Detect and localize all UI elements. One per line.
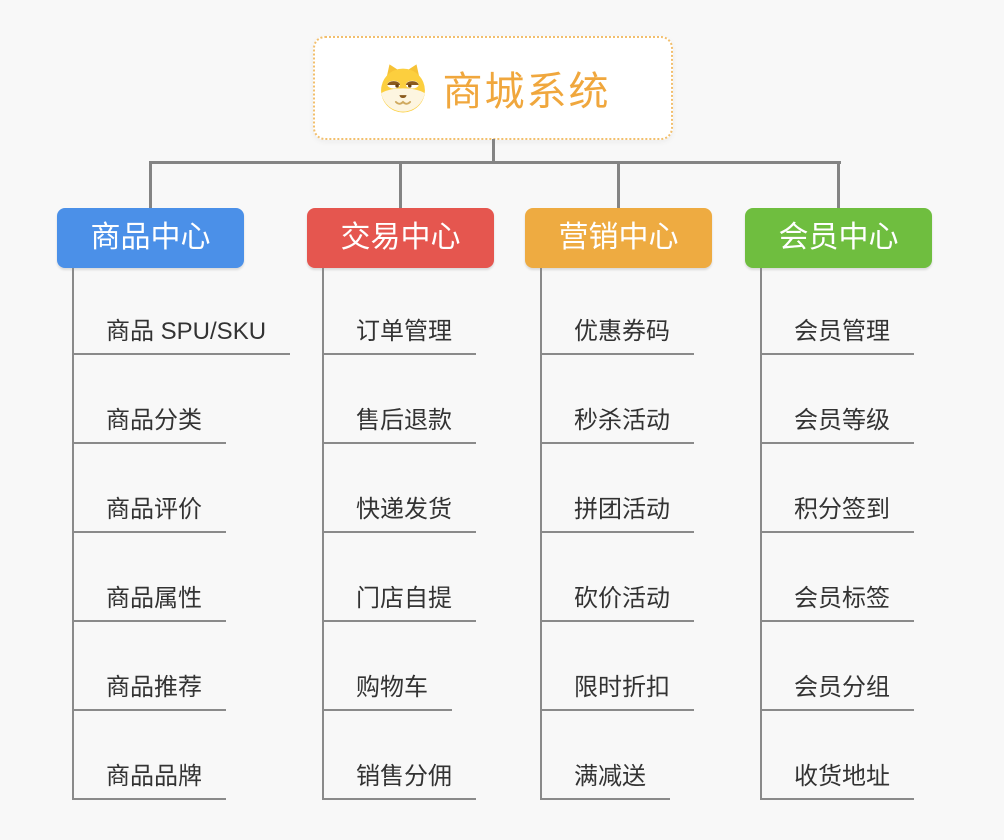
connector-root-trunk bbox=[492, 139, 495, 163]
child-node[interactable]: 收货地址 bbox=[760, 761, 914, 800]
child-node[interactable]: 购物车 bbox=[322, 672, 452, 711]
connector-horizontal bbox=[149, 161, 841, 164]
branch-product-center[interactable]: 商品中心 bbox=[57, 208, 244, 268]
branch-trunk-trade bbox=[322, 268, 324, 800]
child-node[interactable]: 订单管理 bbox=[322, 316, 476, 355]
branch-trade-center[interactable]: 交易中心 bbox=[307, 208, 494, 268]
child-node[interactable]: 商品 SPU/SKU bbox=[72, 316, 291, 355]
child-node[interactable]: 商品属性 bbox=[72, 583, 226, 622]
branch-marketing-center[interactable]: 营销中心 bbox=[525, 208, 712, 268]
child-node[interactable]: 会员管理 bbox=[760, 316, 914, 355]
connector-drop-product bbox=[149, 162, 152, 208]
child-node[interactable]: 销售分佣 bbox=[322, 761, 476, 800]
child-node[interactable]: 砍价活动 bbox=[540, 583, 694, 622]
branch-trunk-member bbox=[760, 268, 762, 800]
child-node[interactable]: 商品推荐 bbox=[72, 672, 226, 711]
branch-trunk-product bbox=[72, 268, 74, 800]
child-node[interactable]: 满减送 bbox=[540, 761, 670, 800]
child-node[interactable]: 快递发货 bbox=[322, 494, 476, 533]
child-node[interactable]: 会员等级 bbox=[760, 405, 914, 444]
dog-face-icon bbox=[380, 64, 425, 113]
child-node[interactable]: 秒杀活动 bbox=[540, 405, 694, 444]
child-node[interactable]: 拼团活动 bbox=[540, 494, 694, 533]
child-node[interactable]: 优惠券码 bbox=[540, 316, 694, 355]
child-node[interactable]: 会员分组 bbox=[760, 672, 914, 711]
child-node[interactable]: 门店自提 bbox=[322, 583, 476, 622]
child-node[interactable]: 售后退款 bbox=[322, 405, 476, 444]
root-node[interactable]: 商城系统 bbox=[313, 36, 673, 140]
root-title: 商城系统 bbox=[442, 70, 611, 114]
branch-trunk-marketing bbox=[540, 268, 542, 800]
child-node[interactable]: 积分签到 bbox=[760, 494, 914, 533]
connector-drop-marketing bbox=[617, 162, 620, 208]
connector-drop-member bbox=[837, 162, 840, 208]
child-node[interactable]: 会员标签 bbox=[760, 583, 914, 622]
child-node[interactable]: 商品分类 bbox=[72, 405, 226, 444]
connector-drop-trade bbox=[399, 162, 402, 208]
branch-member-center[interactable]: 会员中心 bbox=[745, 208, 932, 268]
child-node[interactable]: 限时折扣 bbox=[540, 672, 694, 711]
child-node[interactable]: 商品品牌 bbox=[72, 761, 226, 800]
child-node[interactable]: 商品评价 bbox=[72, 494, 226, 533]
